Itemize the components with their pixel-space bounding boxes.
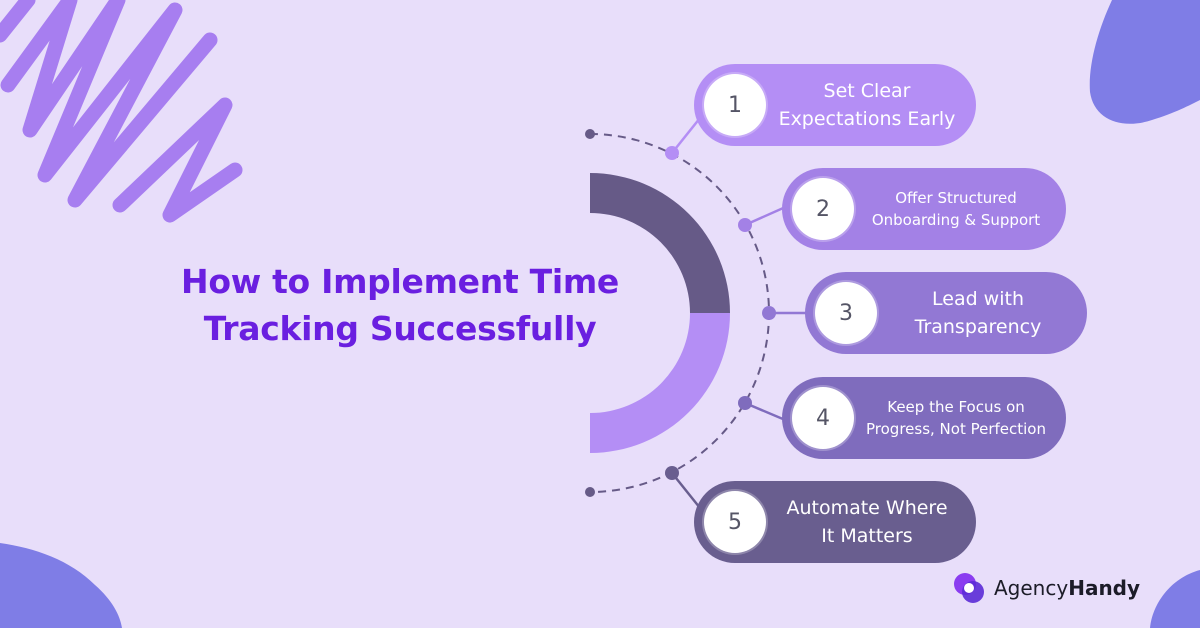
step-3-number: 3: [839, 300, 853, 326]
step-4-number: 4: [816, 405, 830, 431]
connector-line: [671, 117, 701, 154]
brand-name-light: Agency: [994, 576, 1069, 600]
connector-line: [671, 472, 701, 509]
step-4-number-badge: 4: [792, 387, 854, 449]
arc-lower-segment: [590, 313, 730, 453]
step-4-line-1: Keep the Focus on: [887, 398, 1025, 416]
blob-top-right: [1089, 0, 1200, 124]
connector-dot: [738, 218, 752, 232]
step-1-text: Set Clear Expectations Early: [770, 64, 964, 146]
title-line-2: Tracking Successfully: [203, 309, 597, 348]
step-1-line-2: Expectations Early: [778, 108, 956, 130]
step-2-card: 2 Offer Structured Onboarding & Support: [782, 168, 1066, 250]
step-5-card: 5 Automate Where It Matters: [694, 481, 976, 563]
step-2-line-1: Offer Structured: [895, 189, 1017, 207]
step-3-text: Lead with Transparency: [881, 272, 1075, 354]
step-3-card: 3 Lead with Transparency: [805, 272, 1087, 354]
step-5-number: 5: [728, 509, 742, 535]
step-1-line-1: Set Clear: [823, 80, 911, 102]
connector-dot: [738, 396, 752, 410]
infographic-title: How to Implement Time Tracking Successfu…: [150, 258, 650, 352]
step-1-number: 1: [728, 92, 742, 118]
brand-logo-icon: [954, 573, 984, 603]
blob-bottom-left: [0, 543, 122, 628]
blob-bottom-right: [1150, 570, 1200, 628]
step-5-text: Automate Where It Matters: [770, 481, 964, 563]
connector-dot: [762, 306, 776, 320]
scribble-decoration: [0, 0, 243, 223]
step-4-card: 4 Keep the Focus on Progress, Not Perfec…: [782, 377, 1066, 459]
step-2-number-badge: 2: [792, 178, 854, 240]
title-line-1: How to Implement Time: [181, 262, 619, 301]
connector-dot: [665, 146, 679, 160]
connector-dot: [665, 466, 679, 480]
step-4-line-2: Progress, Not Perfection: [866, 420, 1046, 438]
arc-upper-segment: [590, 173, 730, 313]
step-5-line-2: It Matters: [821, 525, 913, 547]
step-4-text: Keep the Focus on Progress, Not Perfecti…: [858, 377, 1054, 459]
step-5-line-1: Automate Where: [786, 497, 948, 519]
step-5-number-badge: 5: [704, 491, 766, 553]
brand-name-bold: Handy: [1068, 576, 1141, 600]
step-2-number: 2: [816, 196, 830, 222]
brand-logo: AgencyHandy: [952, 570, 1140, 606]
step-2-text: Offer Structured Onboarding & Support: [858, 168, 1054, 250]
step-1-number-badge: 1: [704, 74, 766, 136]
brand-name: AgencyHandy: [994, 576, 1140, 600]
guide-end-dot: [585, 129, 595, 139]
guide-end-dot: [585, 487, 595, 497]
step-3-number-badge: 3: [815, 282, 877, 344]
step-2-line-2: Onboarding & Support: [871, 211, 1041, 229]
step-3-line-2: Transparency: [914, 316, 1042, 338]
step-3-line-1: Lead with: [932, 288, 1024, 310]
step-1-card: 1 Set Clear Expectations Early: [694, 64, 976, 146]
